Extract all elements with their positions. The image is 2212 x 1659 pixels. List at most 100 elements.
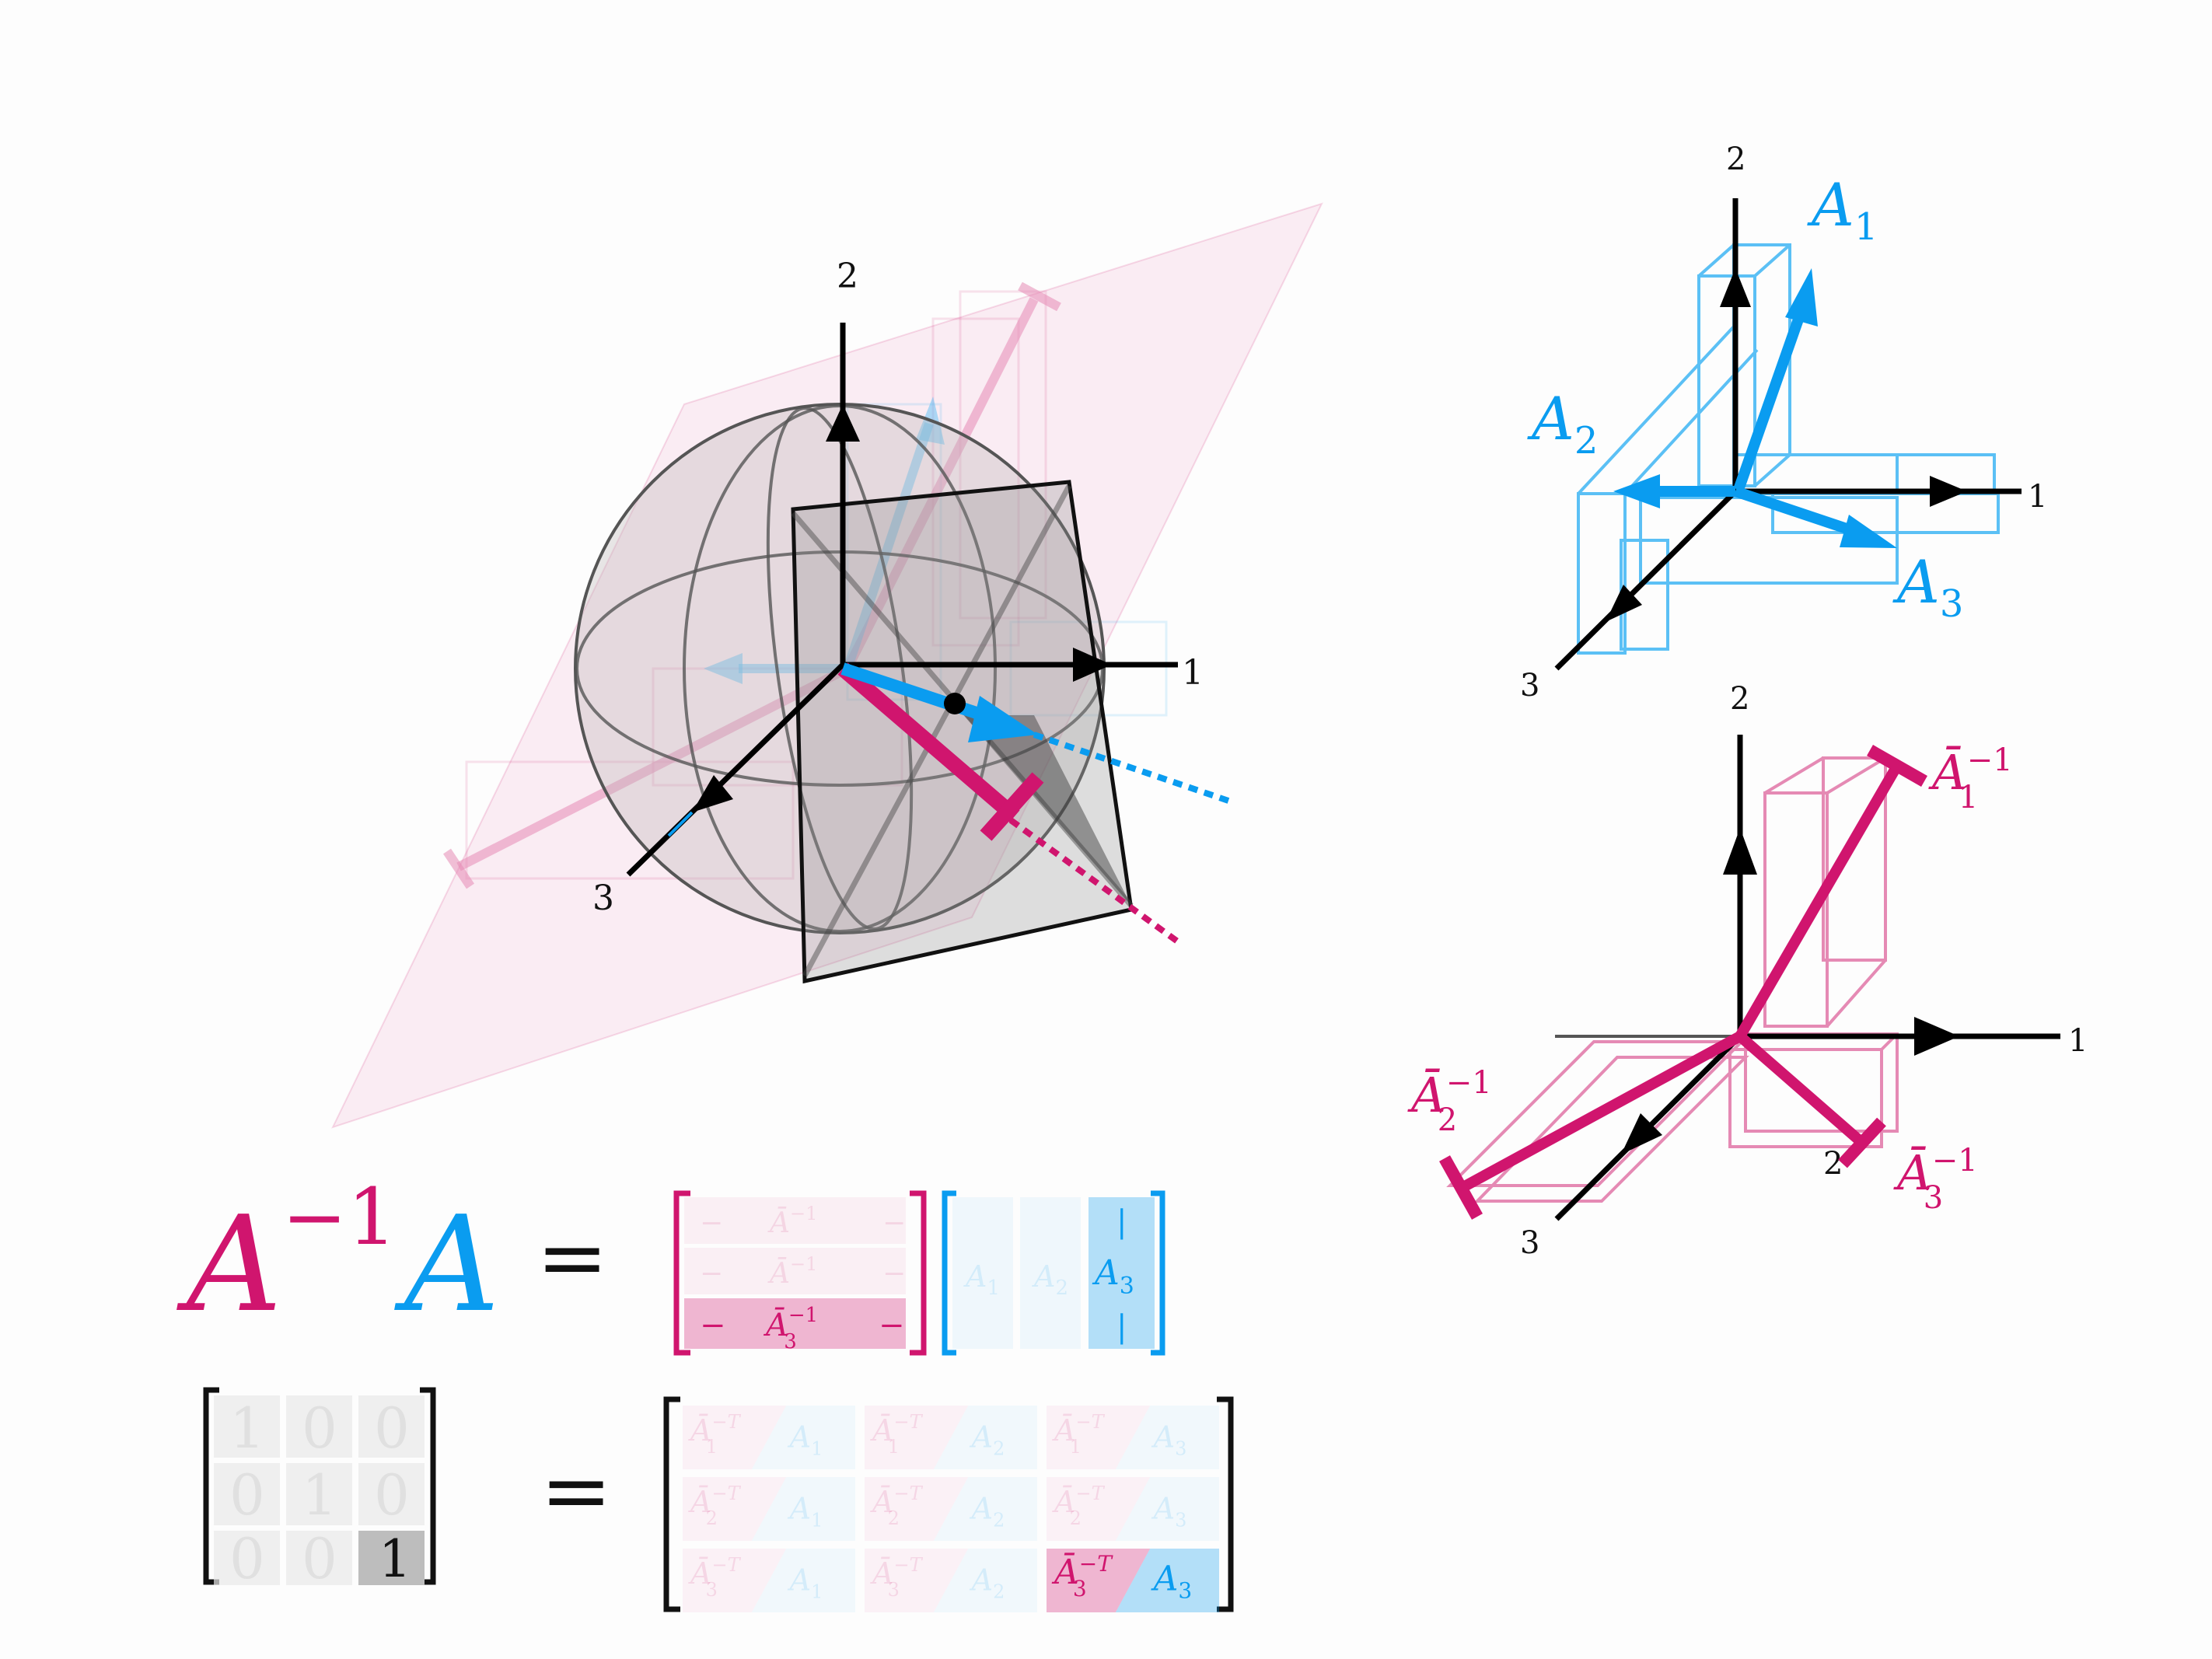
vector-abar3-cap bbox=[1838, 1117, 1886, 1168]
cell-right-half bbox=[1115, 1477, 1219, 1541]
ghost-pink-vector-1 bbox=[843, 297, 1039, 671]
axis-3-line bbox=[626, 662, 845, 877]
id-r1c3: 0 bbox=[374, 1395, 410, 1461]
cell-right-label: A1 bbox=[788, 1563, 823, 1602]
vector-abar1 bbox=[1735, 763, 1903, 1039]
cell-right-half bbox=[1115, 1549, 1219, 1612]
br-axis-1-head bbox=[1914, 1017, 1959, 1056]
cell-right-label: A2 bbox=[970, 1491, 1005, 1531]
eq1-col-matrix: A1 A2 | A3 | bbox=[942, 1190, 1165, 1356]
main-diagram: 2 1 3 bbox=[331, 202, 1323, 1129]
cell-left-half bbox=[683, 1406, 787, 1469]
eq1-row1: −Ā−1− bbox=[700, 1203, 906, 1239]
ghost-blue-vector-up bbox=[843, 422, 934, 670]
cell-right-half bbox=[1115, 1406, 1219, 1469]
cell-right-label: A3 bbox=[1151, 1491, 1187, 1531]
label-a2: A2 bbox=[1527, 384, 1598, 463]
cell-left-half bbox=[1047, 1406, 1151, 1469]
main-axis-label-3: 3 bbox=[592, 878, 614, 918]
identity-matrix: 1 0 0 0 1 0 0 0 1 bbox=[203, 1387, 436, 1591]
cell-right-label: A1 bbox=[788, 1420, 823, 1459]
id-r2c1: 0 bbox=[229, 1462, 265, 1528]
cell-left-half bbox=[683, 1549, 787, 1612]
cell-left-half bbox=[865, 1477, 969, 1541]
cell-left-half bbox=[865, 1406, 969, 1469]
eq1-lhs-a: A bbox=[394, 1188, 500, 1342]
tr-axis-1-head bbox=[1930, 476, 1967, 507]
br-axis-label-extra: 2 bbox=[1823, 1146, 1843, 1182]
label-a3: A3 bbox=[1892, 547, 1963, 626]
cell-right-half bbox=[933, 1406, 1037, 1469]
eq1-col3: A3 bbox=[1092, 1253, 1134, 1300]
id-r2c3: 0 bbox=[374, 1462, 410, 1528]
axis-3-blue-tick bbox=[667, 811, 694, 837]
br-axis-label-3: 3 bbox=[1520, 1225, 1539, 1261]
ghost-pink-cap-2 bbox=[443, 848, 474, 889]
cell-left-half bbox=[1047, 1477, 1151, 1541]
id-r3c1: 0 bbox=[229, 1526, 265, 1591]
tr-axis-2-head bbox=[1720, 268, 1751, 307]
axis-2-head bbox=[826, 404, 860, 442]
cell-right-half bbox=[933, 1477, 1037, 1541]
cell-right-label: A3 bbox=[1151, 1559, 1193, 1603]
axis-1-head bbox=[1073, 648, 1112, 682]
pink-boxes bbox=[1446, 756, 1899, 1203]
eq1-col3-top-bar: | bbox=[1116, 1204, 1127, 1240]
tr-axis-3 bbox=[1554, 489, 1738, 671]
label-a1: A1 bbox=[1807, 170, 1878, 249]
magenta-vector-main bbox=[837, 662, 1020, 823]
cell-right-label: A2 bbox=[970, 1563, 1005, 1602]
magenta-dotted-ray bbox=[1008, 817, 1184, 948]
eq2-equals: = bbox=[540, 1441, 612, 1540]
blue-vector-head bbox=[968, 696, 1038, 742]
eq1-col3-bottom-bar: | bbox=[1116, 1309, 1127, 1345]
br-axis-2-head bbox=[1723, 828, 1757, 875]
id-r3c3: 1 bbox=[379, 1529, 411, 1589]
blue-dotted-ray bbox=[1033, 732, 1230, 804]
main-axis-label-1: 1 bbox=[1182, 653, 1204, 693]
cell-right-label: A2 bbox=[970, 1420, 1005, 1459]
id-r1c1: 1 bbox=[229, 1395, 265, 1461]
magenta-vector-cap bbox=[980, 772, 1044, 841]
eq1-col2: A2 bbox=[1032, 1259, 1068, 1300]
tr-axis-label-2: 2 bbox=[1726, 141, 1745, 177]
cell-right-label: A3 bbox=[1151, 1420, 1187, 1459]
eq1-lhs-ainv: A−1 bbox=[176, 1172, 397, 1342]
vector-a1 bbox=[1733, 313, 1805, 492]
ghost-pink-cap-1 bbox=[1018, 281, 1061, 312]
main-axes bbox=[626, 323, 1178, 877]
cell-left-half bbox=[865, 1549, 969, 1612]
vector-abar2 bbox=[1459, 1031, 1743, 1193]
cell-right-half bbox=[933, 1549, 1037, 1612]
vector-a3 bbox=[1733, 486, 1861, 538]
tr-axis-label-3: 3 bbox=[1520, 668, 1539, 704]
main-axis-label-2: 2 bbox=[837, 257, 858, 296]
br-axis-label-2: 2 bbox=[1730, 681, 1749, 717]
axis-3-head bbox=[692, 775, 733, 812]
vector-a1-head bbox=[1785, 268, 1818, 327]
eq1-equals: = bbox=[536, 1207, 608, 1307]
